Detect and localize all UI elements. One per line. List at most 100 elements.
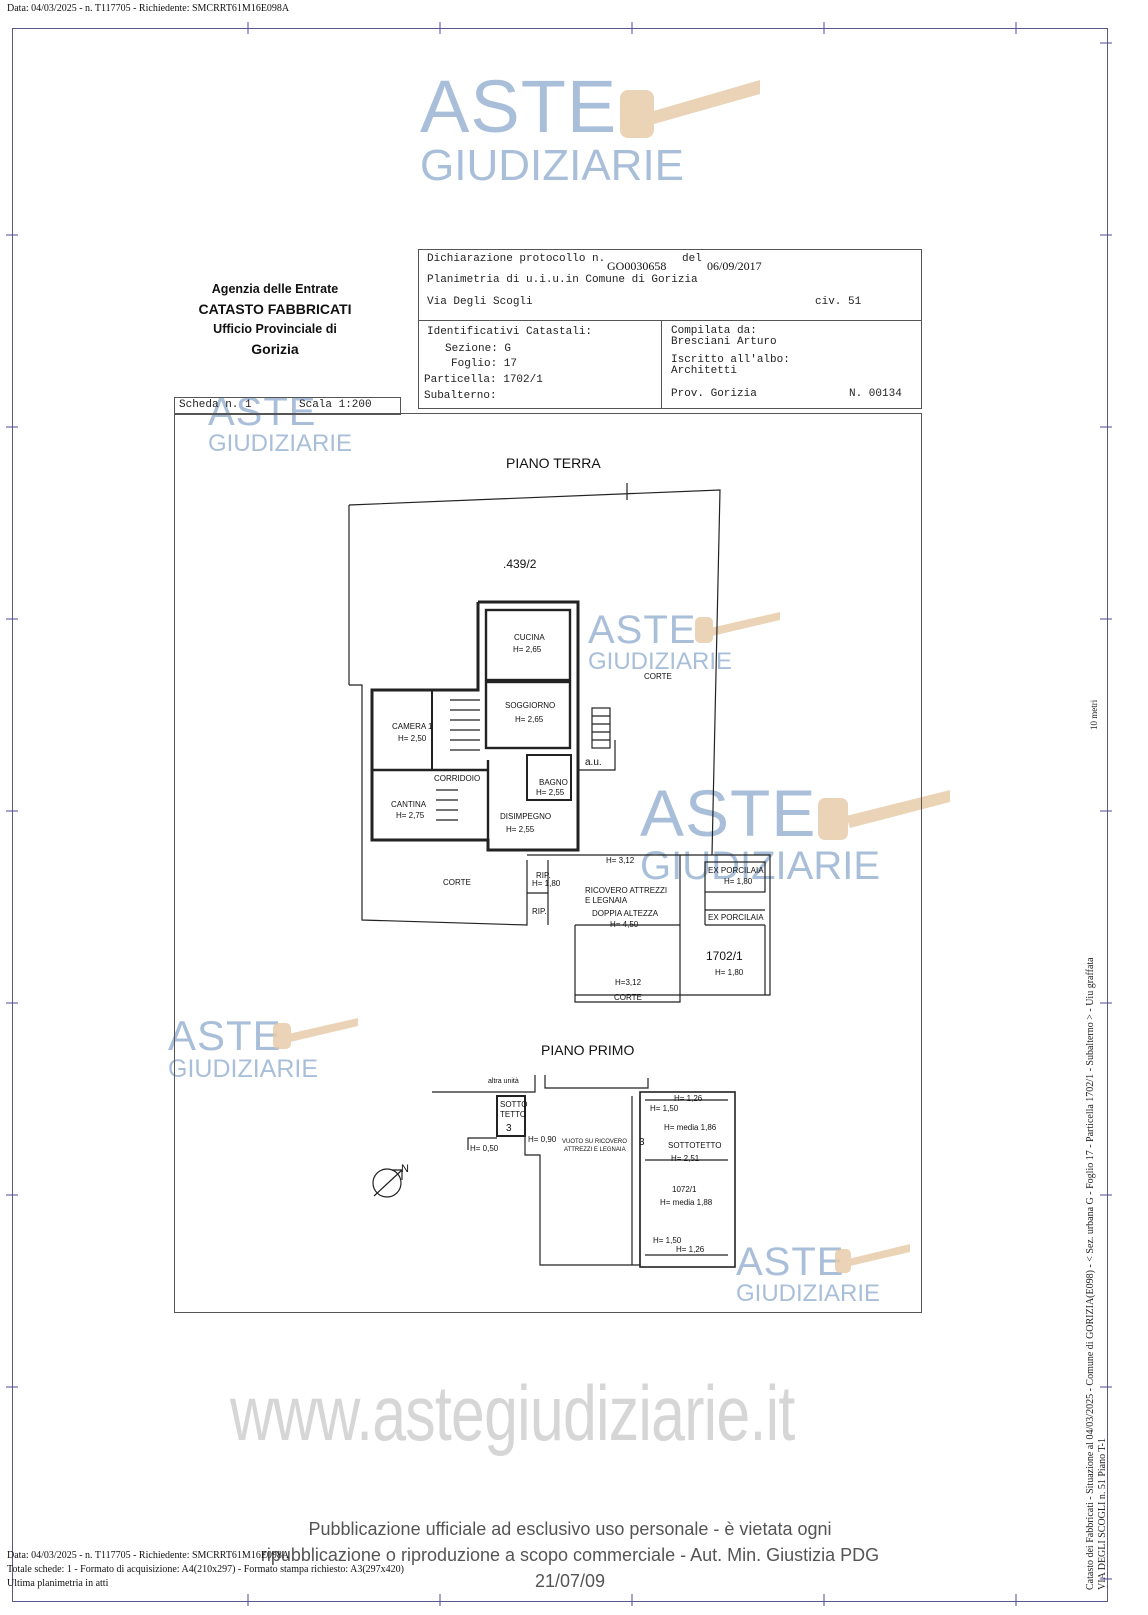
height-090: H= 0,90 [528, 1135, 557, 1144]
room-cantina-height: H= 2,75 [396, 811, 425, 820]
particella-1702: 1702/1 [706, 949, 743, 963]
request-header: Data: 04/03/2025 - n. T117705 - Richiede… [7, 3, 290, 14]
particella-1702-height: H= 1,80 [715, 968, 744, 977]
height-media-188: H= media 1,88 [660, 1198, 713, 1207]
piano-primo-label: PIANO PRIMO [541, 1042, 634, 1058]
ex-porcilaia-label: EX PORCILAIA [708, 866, 764, 875]
height-media-186: H= media 1,86 [664, 1123, 717, 1132]
room-disimpegno-height: H= 2,55 [506, 825, 535, 834]
vuoto-label-2: ATTREZZI E LEGNAIA [564, 1147, 626, 1153]
piano-terra-label: PIANO TERRA [506, 455, 601, 471]
height-150b: H= 1,50 [653, 1236, 682, 1245]
altra-unita-label: altra unità [488, 1078, 519, 1085]
scheda-box: Scheda n. 1 Scala 1:200 [174, 397, 401, 415]
sottotetto-label: SOTTOTETTO [668, 1141, 721, 1150]
side-catasto-info: Catasto dei Fabbricati - Situazione al 0… [1085, 957, 1096, 1590]
scale-mark: 10 metri [1089, 699, 1099, 730]
compiled-by-label: Compilata da: [671, 325, 757, 337]
ex-porcilaia-height: H= 1,80 [724, 877, 753, 886]
height-150: H= 1,50 [650, 1104, 679, 1113]
office-label: Ufficio Provinciale di [213, 322, 337, 336]
rip-height: H= 1,80 [532, 879, 561, 888]
watermark-logo-mid: ASTE GIUDIZIARIE [588, 608, 733, 675]
parcel-label: .439/2 [503, 557, 537, 571]
sezione: Sezione: G [445, 343, 512, 355]
corte-label: CORTE [443, 878, 471, 887]
watermark-logo-left: ASTE GIUDIZIARIE [168, 1012, 319, 1083]
protocol-date: 06/09/2017 [707, 259, 762, 273]
registration-number: N. 00134 [849, 388, 902, 400]
footer-last-plan: Ultima planimetria in atti [7, 1578, 109, 1589]
room-number-3b: 3 [639, 1137, 645, 1148]
room-cucina-height: H= 2,65 [513, 645, 542, 654]
civic-number: civ. 51 [815, 296, 862, 308]
watermark-logo-large: ASTE GIUDIZIARIE [640, 776, 881, 888]
room-number-3: 3 [506, 1123, 512, 1134]
subalterno: Subalterno: [424, 390, 497, 402]
room-bagno: BAGNO [539, 778, 568, 787]
notice-line-2: ripubblicazione o riproduzione a scopo c… [260, 1545, 880, 1592]
catasto-title: CATASTO FABBRICATI [198, 301, 352, 317]
rip-label: RIP. [536, 871, 551, 880]
au-label: a.u. [585, 757, 602, 768]
sottotetto-a: SOTTO [500, 1100, 527, 1109]
foglio: Foglio: 17 [451, 358, 518, 370]
del-label: del [682, 253, 702, 265]
agency-name: Agenzia delle Entrate [211, 282, 339, 296]
footer-format: Totale schede: 1 - Formato di acquisizio… [7, 1564, 404, 1575]
corte-label: CORTE [644, 672, 672, 681]
albo-label: Iscritto all'albo: [671, 354, 790, 366]
room-corridoio: CORRIDOIO [434, 774, 480, 783]
scale: Scala 1:200 [299, 399, 372, 411]
room-soggiorno-height: H= 2,65 [515, 715, 544, 724]
ricovero-label-1: RICOVERO ATTREZZI [585, 886, 667, 895]
north-label: N [401, 1163, 409, 1175]
room-cucina: CUCINA [514, 633, 545, 642]
height-126: H= 1,26 [674, 1094, 703, 1103]
publication-notice: Pubblicazione ufficiale ad esclusivo uso… [230, 1516, 910, 1594]
side-address: VIA DEGLI SCOGLI n. 51 Piano T-1 [1097, 1438, 1108, 1590]
corte-label: CORTE [614, 993, 642, 1002]
particella-1072: 1072/1 [672, 1185, 697, 1194]
compiler-name: Bresciani Arturo [671, 336, 777, 348]
footer-request: Data: 04/03/2025 - n. T117705 - Richiede… [7, 1550, 290, 1561]
gavel-icon [695, 612, 780, 643]
gavel-icon [835, 1244, 910, 1273]
watermark-url: www.astegiudiziarie.it [230, 1369, 795, 1457]
room-camera: CAMERA 1 [392, 722, 433, 731]
height-126b: H= 1,26 [676, 1245, 705, 1254]
room-camera-height: H= 2,50 [398, 734, 427, 743]
gavel-icon [273, 1018, 358, 1049]
height-312: H= 3,12 [606, 856, 635, 865]
office-city: Gorizia [251, 341, 299, 357]
watermark-logo-small: ASTE GIUDIZIARIE [208, 390, 353, 457]
albo-value: Architetti [671, 365, 738, 377]
height-050: H= 0,50 [470, 1144, 499, 1153]
address: Via Degli Scogli [427, 296, 533, 308]
province: Prov. Gorizia [671, 388, 757, 400]
ex-porcilaia-label-2: EX PORCILAIA [708, 913, 764, 922]
identifiers-title: Identificativi Catastali: [427, 326, 593, 338]
watermark-logo: ASTE GIUDIZIARIE [420, 65, 685, 190]
agency-header: Agenzia delle Entrate CATASTO FABBRICATI… [190, 282, 360, 357]
gavel-icon [620, 80, 760, 138]
particella: Particella: 1702/1 [424, 374, 543, 386]
vuoto-label-1: VUOTO SU RICOVERO [562, 1139, 627, 1145]
room-soggiorno: SOGGIORNO [505, 701, 555, 710]
scheda-number: Scheda n. 1 [179, 399, 252, 411]
declaration-box: Dichiarazione protocollo n. GO0030658 de… [418, 249, 922, 409]
drawing-area [174, 413, 922, 1313]
planimetria-label: Planimetria di u.i.u.in Comune di Gorizi… [427, 274, 698, 286]
sottotetto-b: TETTO [500, 1110, 526, 1119]
height-251: H= 2,51 [671, 1154, 700, 1163]
protocol-label: Dichiarazione protocollo n. [427, 253, 606, 265]
gavel-icon [818, 790, 950, 840]
watermark-logo-right: ASTE GIUDIZIARIE [736, 1240, 881, 1307]
doppia-height: H= 4,50 [610, 920, 639, 929]
protocol-number: GO0030658 [607, 259, 667, 273]
rip-label-2: RIP. [532, 907, 547, 916]
room-bagno-height: H= 2,55 [536, 788, 565, 797]
notice-line-1: Pubblicazione ufficiale ad esclusivo uso… [308, 1519, 832, 1539]
